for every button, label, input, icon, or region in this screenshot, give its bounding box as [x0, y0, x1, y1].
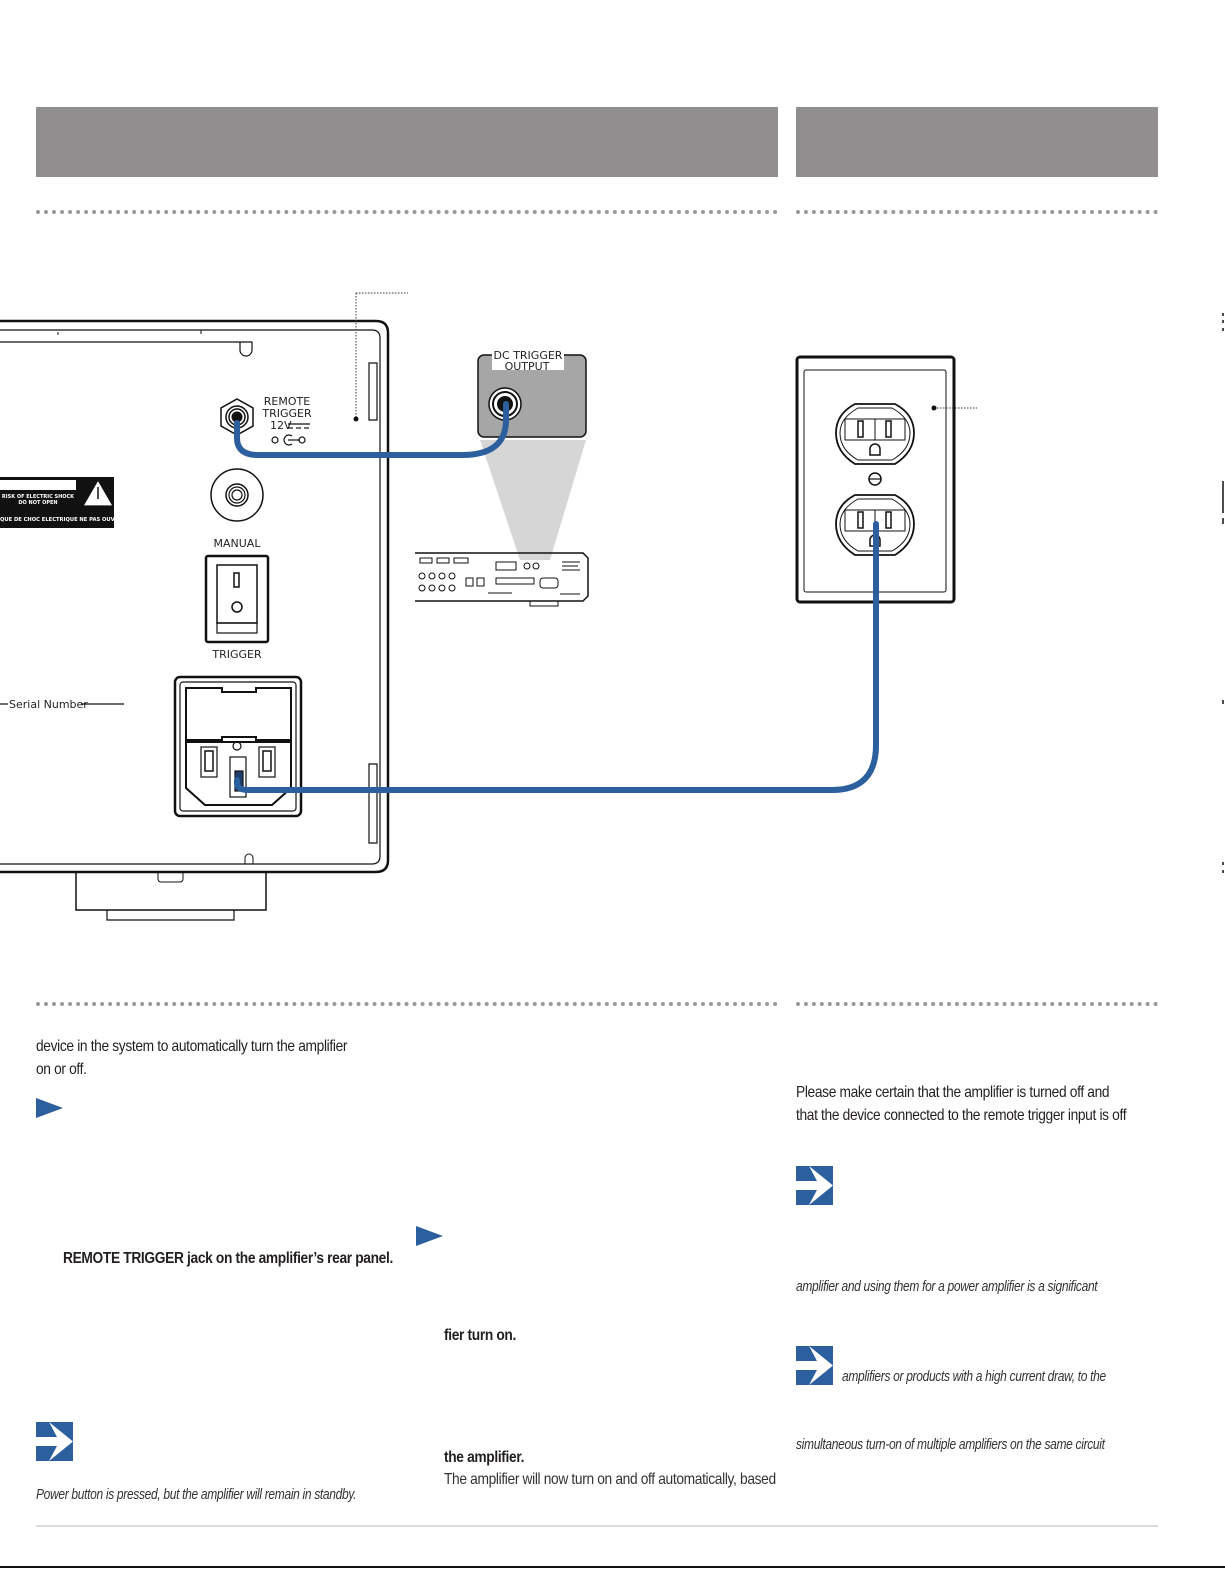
- remote-trigger-label: REMOTE: [264, 395, 310, 408]
- outlet-receptacle-top: [835, 403, 915, 465]
- manual-trigger-switch: [204, 554, 270, 644]
- trigger-cable: [234, 401, 509, 458]
- source-device-rear: [415, 552, 589, 607]
- left-note-italic: Power button is pressed, but the amplifi…: [36, 1486, 357, 1503]
- amplifier-rear-panel: [0, 319, 390, 921]
- dc-symbol-icon: [271, 423, 310, 446]
- trigger-label: TRIGGER: [211, 648, 262, 661]
- step-arrow-icon: [416, 1226, 443, 1246]
- left-step-bold: REMOTE TRIGGER jack on the amplifier’s r…: [63, 1250, 393, 1267]
- power-cable: [234, 521, 879, 793]
- connection-diagram: RISK OF ELECTRIC SHOCK DO NOT OPEN QUE D…: [0, 292, 1224, 921]
- section-header-bar-right: [796, 107, 1158, 177]
- middle-step-bold-2: the amplifier.: [444, 1449, 525, 1466]
- outlet-receptacle-bottom: [835, 494, 915, 556]
- dc-trigger-output-label: DC TRIGGER: [494, 349, 563, 362]
- dotted-divider: [796, 210, 1158, 214]
- dc-trigger-label-bg: [492, 348, 564, 370]
- note-arrow-icon: [36, 1422, 73, 1461]
- middle-step-text: The amplifier will now turn on and off a…: [444, 1471, 776, 1488]
- left-intro-line2: on or off.: [36, 1061, 87, 1078]
- serial-number-label: Serial Number: [9, 698, 88, 711]
- warning-text-line1: RISK OF ELECTRIC SHOCK: [2, 494, 75, 500]
- footer-divider: [36, 1525, 1158, 1527]
- dotted-divider: [36, 1002, 778, 1006]
- right-note1-italic: amplifier and using them for a power amp…: [796, 1278, 1098, 1295]
- warning-label: RISK OF ELECTRIC SHOCK DO NOT OPEN QUE D…: [0, 477, 119, 528]
- callout-leader: [355, 292, 408, 418]
- step-arrow-icon: [36, 1098, 63, 1118]
- power-inlet: [173, 675, 303, 818]
- warning-text-line3: QUE DE CHOC ELECTRIQUE NE PAS OUVR: [0, 517, 119, 523]
- right-note2-italic: amplifiers or products with a high curre…: [842, 1368, 1106, 1385]
- note-arrow-icon: [796, 1166, 833, 1205]
- right-intro-line2: that the device connected to the remote …: [796, 1107, 1127, 1124]
- dc-trigger-output-label-2: OUTPUT: [505, 360, 550, 373]
- page-bottom-border: [0, 1566, 1225, 1568]
- right-intro-line1: Please make certain that the amplifier i…: [796, 1084, 1110, 1101]
- section-header-bar-left: [36, 107, 778, 177]
- right-note3-italic: simultaneous turn-on of multiple amplifi…: [796, 1436, 1105, 1453]
- remote-trigger-label-2: TRIGGER: [261, 407, 312, 420]
- callout-dot: [353, 416, 359, 422]
- note-arrow-icon: [796, 1346, 833, 1385]
- manual-label: MANUAL: [214, 537, 262, 550]
- remote-trigger-voltage: 12V: [270, 419, 292, 432]
- dotted-divider: [796, 1002, 1158, 1006]
- source-device-callout: [477, 348, 587, 560]
- dotted-divider: [36, 210, 778, 214]
- middle-step-bold-1: fier turn on.: [444, 1327, 516, 1344]
- left-intro-line1: device in the system to automatically tu…: [36, 1038, 348, 1055]
- manual-jack: [210, 468, 264, 522]
- outlet-callout-leader: [931, 405, 977, 411]
- warning-text-line2: DO NOT OPEN: [18, 500, 57, 506]
